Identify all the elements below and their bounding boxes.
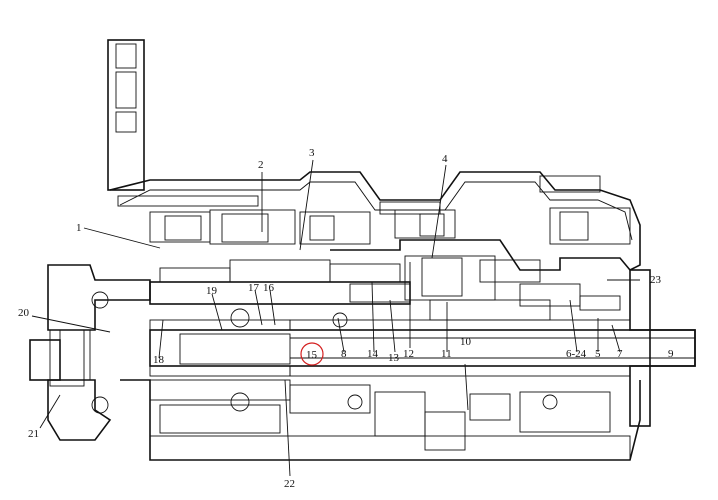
lower-gear-section bbox=[120, 379, 641, 461]
label-14: 14 bbox=[367, 348, 379, 360]
housing-right-end bbox=[629, 269, 651, 427]
label-2: 2 bbox=[258, 159, 264, 171]
center-clutch-drum bbox=[330, 239, 631, 321]
label-20: 20 bbox=[18, 307, 30, 319]
label-1: 1 bbox=[76, 222, 82, 234]
label-8: 8 bbox=[341, 348, 347, 360]
label-13: 13 bbox=[388, 352, 400, 364]
label-15: 15 bbox=[306, 349, 318, 361]
leader-lines bbox=[31, 159, 640, 477]
label-4: 4 bbox=[442, 153, 448, 165]
label-19: 19 bbox=[206, 285, 218, 297]
label-12: 12 bbox=[403, 348, 414, 360]
label-21: 21 bbox=[28, 428, 39, 440]
label-9: 9 bbox=[668, 348, 674, 360]
label-22: 22 bbox=[284, 478, 295, 490]
housing-left-wall bbox=[107, 39, 145, 191]
label-7: 7 bbox=[617, 348, 623, 360]
label-10: 10 bbox=[460, 336, 472, 348]
housing-outer-shell bbox=[109, 171, 641, 271]
label-16: 16 bbox=[263, 282, 275, 294]
callout-labels: 1 2 3 4 5 6-24 7 8 9 10 11 12 13 14 15 1… bbox=[18, 147, 674, 490]
label-5: 5 bbox=[595, 348, 601, 360]
upper-secondary-shaft bbox=[149, 259, 411, 328]
label-18: 18 bbox=[153, 354, 165, 366]
highlight-ring-15 bbox=[300, 342, 324, 366]
label-17: 17 bbox=[248, 282, 260, 294]
label-23: 23 bbox=[650, 274, 662, 286]
label-6-24: 6-24 bbox=[566, 348, 587, 360]
main-shaft bbox=[149, 319, 696, 377]
label-11: 11 bbox=[441, 348, 452, 360]
label-3: 3 bbox=[309, 147, 315, 159]
input-flange bbox=[29, 264, 151, 441]
upper-clutch-packs bbox=[149, 207, 631, 245]
